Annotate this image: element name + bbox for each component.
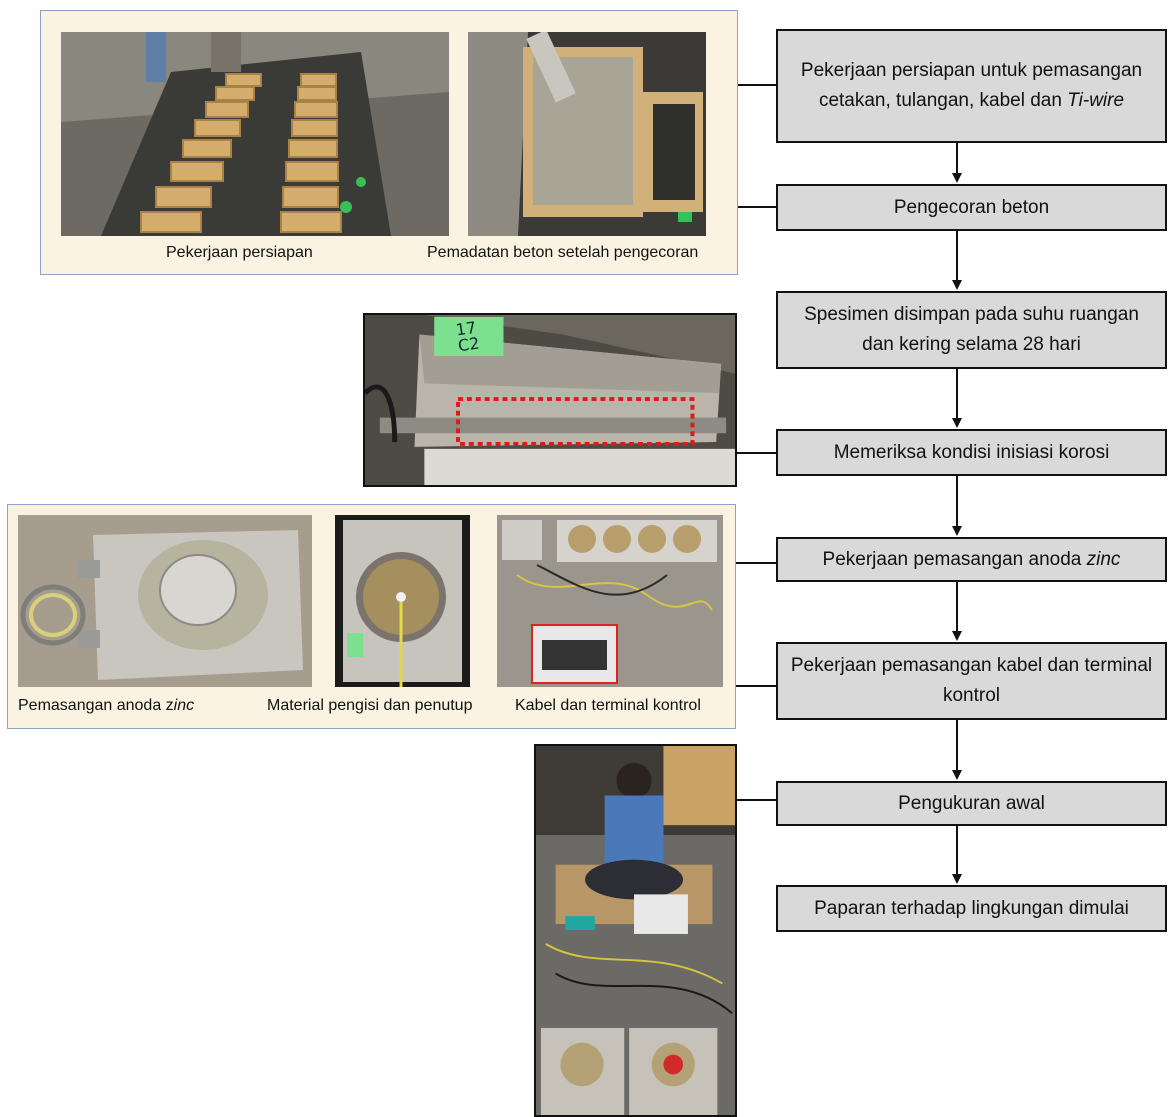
step-curing-text: Spesimen disimpan pada suhu ruangan dan … — [804, 304, 1139, 355]
step-corrosion-check-text: Memeriksa kondisi inisiasi korosi — [833, 441, 1110, 463]
step-concrete-casting-text: Pengecoran beton — [893, 196, 1050, 218]
step-exposure-start-text: Paparan terhadap lingkungan dimulai — [814, 897, 1129, 919]
step-cable-terminal: Pekerjaan pemasangan kabel dan terminal … — [776, 642, 1167, 720]
compaction-photo — [468, 32, 706, 236]
anode-installation-panel: Pemasangan anoda zinc Material pengisi d… — [7, 504, 736, 729]
step-curing: Spesimen disimpan pada suhu ruangan dan … — [776, 291, 1167, 369]
caption-preparation: Pekerjaan persiapan — [166, 244, 313, 261]
preparation-photo — [61, 32, 449, 236]
step-zinc-anode: Pekerjaan pemasangan anoda zinc — [776, 537, 1167, 582]
step-cable-terminal-text: Pekerjaan pemasangan kabel dan terminal … — [790, 655, 1153, 706]
cable-terminal-photo — [497, 515, 723, 687]
step-exposure-start: Paparan terhadap lingkungan dimulai — [776, 885, 1167, 932]
step-concrete-casting: Pengecoran beton — [776, 184, 1167, 231]
step-corrosion-check: Memeriksa kondisi inisiasi korosi — [776, 429, 1167, 476]
specimen-label: 17 C2 — [454, 317, 481, 356]
preparation-photo-panel: Pekerjaan persiapan Pemadatan beton sete… — [40, 10, 738, 275]
corrosion-specimen-photo: 17 C2 — [363, 313, 737, 487]
initial-measurement-photo — [534, 744, 737, 1117]
caption-zinc-anode: Pemasangan anoda zinc — [18, 697, 194, 715]
caption-zinc-anode-text: Pemasangan anoda z — [18, 697, 174, 714]
zinc-anode-photo — [18, 515, 312, 687]
filler-material-photo — [335, 515, 470, 687]
step-initial-measurement: Pengukuran awal — [776, 781, 1167, 826]
step-preparation: Pekerjaan persiapan untuk pemasangan cet… — [776, 29, 1167, 143]
caption-filler-material: Material pengisi dan penutup — [267, 697, 473, 714]
step-zinc-anode-text: Pekerjaan pemasangan anoda zinc — [822, 548, 1121, 570]
step-initial-measurement-text: Pengukuran awal — [898, 792, 1045, 814]
caption-zinc-anode-italic: inc — [173, 697, 195, 714]
caption-cable-terminal: Kabel dan terminal kontrol — [515, 697, 701, 714]
caption-compaction: Pemadatan beton setelah pengecoran — [427, 244, 699, 261]
step-preparation-text: Pekerjaan persiapan untuk pemasangan cet… — [800, 60, 1143, 111]
